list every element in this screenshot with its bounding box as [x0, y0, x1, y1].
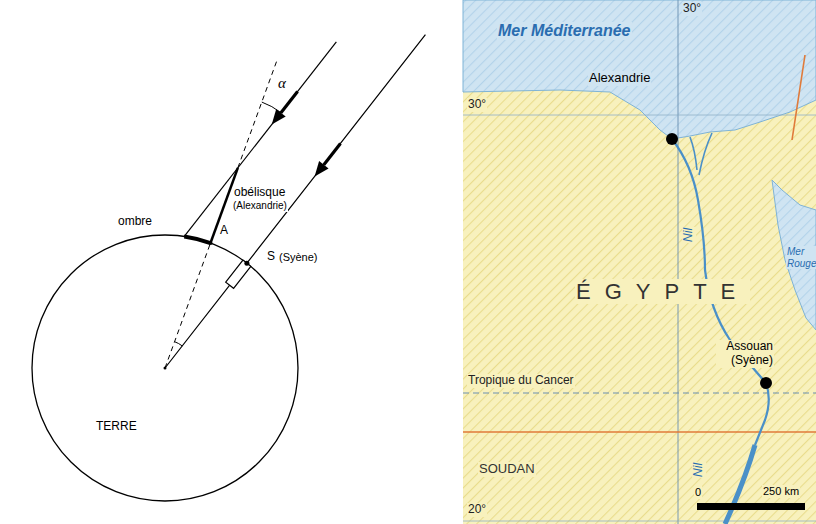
earth-circle — [32, 235, 298, 501]
border-sudan — [463, 431, 816, 433]
tropic-of-cancer — [463, 393, 816, 394]
egypt-map — [463, 0, 816, 524]
border-east — [792, 55, 805, 140]
river-label: Nil — [692, 462, 706, 478]
country-label: SOUDAN — [478, 462, 536, 477]
parallel-20 — [463, 521, 816, 522]
arrow-syene-shaft — [324, 143, 341, 164]
place-label: (Syène) — [278, 251, 319, 264]
arrow-alexandria-shaft — [281, 91, 298, 112]
mediterranean-sea — [463, 0, 816, 139]
tropic-label: Tropique du Cancer — [467, 374, 575, 388]
river-label: Nil — [682, 227, 696, 243]
sun-ray-alexandria — [184, 42, 336, 237]
parallel-30 — [463, 115, 816, 116]
earth-label: TERRE — [95, 420, 138, 434]
city-label: Alexandrie — [588, 71, 651, 86]
parallel-label: 30° — [467, 98, 487, 112]
lake-nasser — [725, 445, 755, 524]
land — [463, 0, 816, 524]
object-sublabel: (Alexandrie) — [232, 200, 288, 212]
angle-label: α — [277, 75, 287, 92]
sea-label: Mer Méditerranée — [497, 22, 632, 40]
arrow-syene-head — [315, 161, 329, 177]
arrow-alexandria-head — [272, 109, 286, 125]
city-syene — [760, 377, 772, 389]
object-label: obélisque — [233, 186, 286, 200]
sun-ray-syene — [165, 35, 425, 368]
parallel-label: 20° — [467, 503, 487, 517]
angle-center — [175, 342, 183, 346]
shadow — [184, 236, 210, 243]
point-s — [244, 261, 249, 266]
meridian-30 — [678, 0, 679, 524]
earth-diagram — [32, 35, 425, 501]
vertical-extension — [238, 58, 278, 168]
vertical-alexandria — [165, 243, 210, 368]
country-label: ÉGYPTE — [575, 279, 750, 304]
point-a — [208, 241, 212, 245]
scale-label: 250 km — [762, 485, 800, 498]
point-label: S — [266, 250, 276, 264]
scale-bar — [697, 503, 805, 510]
sea-label: Mer Rouge — [786, 246, 816, 269]
scale-label: 0 — [694, 486, 702, 499]
point-label: A — [219, 224, 229, 238]
shadow-label: ombre — [117, 215, 153, 229]
city-alexandria — [666, 133, 678, 145]
well — [226, 260, 251, 288]
nile-delta — [690, 133, 712, 175]
city-label: Assouan (Syène) — [716, 340, 774, 368]
meridian-label: 30° — [682, 2, 702, 16]
earth-center — [164, 367, 167, 370]
